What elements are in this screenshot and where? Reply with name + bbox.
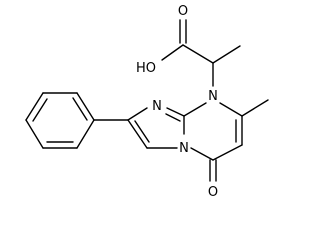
ring-nitrogen-1-label: N xyxy=(208,89,218,104)
bond-phenyl-4-5 xyxy=(25,119,44,149)
bond-ring-c-co xyxy=(212,144,243,161)
bond-carboxyl-c-oh xyxy=(161,44,184,61)
ring-nitrogen-3-label: N xyxy=(179,141,189,156)
structure-canvas: O HO N N N O xyxy=(25,4,269,200)
bond-co-n-bridge xyxy=(190,147,214,161)
bond-bridgehead-n-ring xyxy=(183,102,207,117)
bond-phenyl-1-2-inner xyxy=(72,97,88,121)
bond-carboxyl-c-alpha xyxy=(182,44,214,64)
bond-bridgehead-n-imine-b xyxy=(165,113,181,122)
carbonyl-oxygen-label: O xyxy=(178,4,188,19)
bond-phenyl-1-2 xyxy=(76,92,95,121)
hydroxyl-label: HO xyxy=(136,61,156,76)
bond-c-phenyl-ch-inner xyxy=(134,120,150,143)
bond-ring-methyl xyxy=(241,99,269,117)
bond-n-c-methyl-ring xyxy=(219,102,243,117)
bond-phenyl-3-4 xyxy=(25,92,44,121)
bond-phenyl-6-1 xyxy=(76,119,95,149)
bond-imine-n-c-phenyl xyxy=(127,107,148,121)
bond-bridgehead-n-imine-a xyxy=(166,107,185,117)
ring-nitrogen-2-label: N xyxy=(152,99,162,114)
ketone-oxygen-label: O xyxy=(208,185,218,200)
molecule-drawing: O HO N N N O xyxy=(25,4,269,200)
bond-c-phenyl-ch xyxy=(127,119,148,149)
bond-phenyl-3-4-inner xyxy=(32,98,48,122)
bond-alpha-methyl xyxy=(212,45,241,64)
